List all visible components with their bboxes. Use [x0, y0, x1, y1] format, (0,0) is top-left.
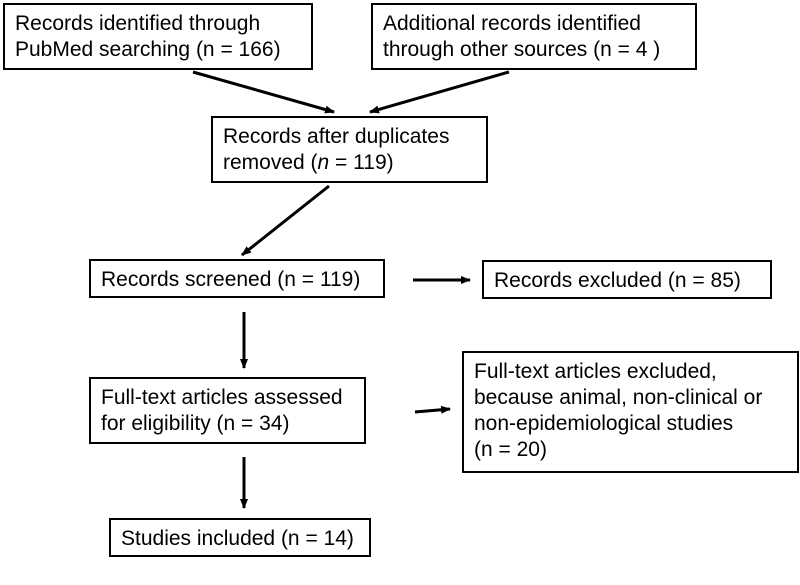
box-text-line: Additional records identified [383, 12, 641, 35]
box-records-after-duplicates: Records after duplicates removed (n = 11… [211, 116, 488, 183]
box-text-line: Records screened (n = 119) [101, 268, 361, 291]
box-studies-included: Studies included (n = 14) [109, 518, 371, 557]
box-records-pubmed: Records identified through PubMed search… [3, 3, 313, 70]
italic-n: n [317, 151, 330, 174]
box-text-line: Full-text articles assessed [101, 386, 343, 409]
arrow-pubmed-to-duplicates [192, 70, 335, 114]
box-text-line: Records after duplicates [223, 125, 450, 148]
arrow-other-to-duplicates [369, 70, 510, 114]
arrow-duplicates-to-screened [241, 184, 330, 257]
arrow-fulltext-to-excluded [414, 405, 451, 414]
box-text-line: Records excluded (n = 85) [494, 269, 741, 292]
box-text-line: Studies included (n = 14) [121, 527, 354, 550]
box-fulltext-assessed: Full-text articles assessed for eligibil… [89, 377, 366, 444]
text-fragment: removed ( [223, 151, 318, 174]
box-records-other-sources: Additional records identified through ot… [371, 3, 697, 70]
box-text-line: for eligibility (n = 34) [101, 412, 290, 435]
box-text-line: non-epidemiological studies [474, 412, 734, 435]
text-fragment: = 119) [329, 151, 394, 174]
box-text-line: removed (n = 119) [223, 150, 476, 176]
box-text-line: PubMed searching (n = 166) [15, 38, 281, 61]
box-fulltext-excluded: Full-text articles excluded, because ani… [462, 351, 799, 473]
box-text-line: Full-text articles excluded, [474, 360, 717, 383]
box-text-line: through other sources (n = 4 ) [383, 38, 661, 61]
box-text-line: (n = 20) [474, 438, 547, 461]
box-text-line: Records identified through [15, 12, 261, 35]
box-records-screened: Records screened (n = 119) [89, 259, 385, 298]
box-text-line: because animal, non-clinical or [474, 386, 763, 409]
box-records-excluded: Records excluded (n = 85) [482, 260, 772, 299]
